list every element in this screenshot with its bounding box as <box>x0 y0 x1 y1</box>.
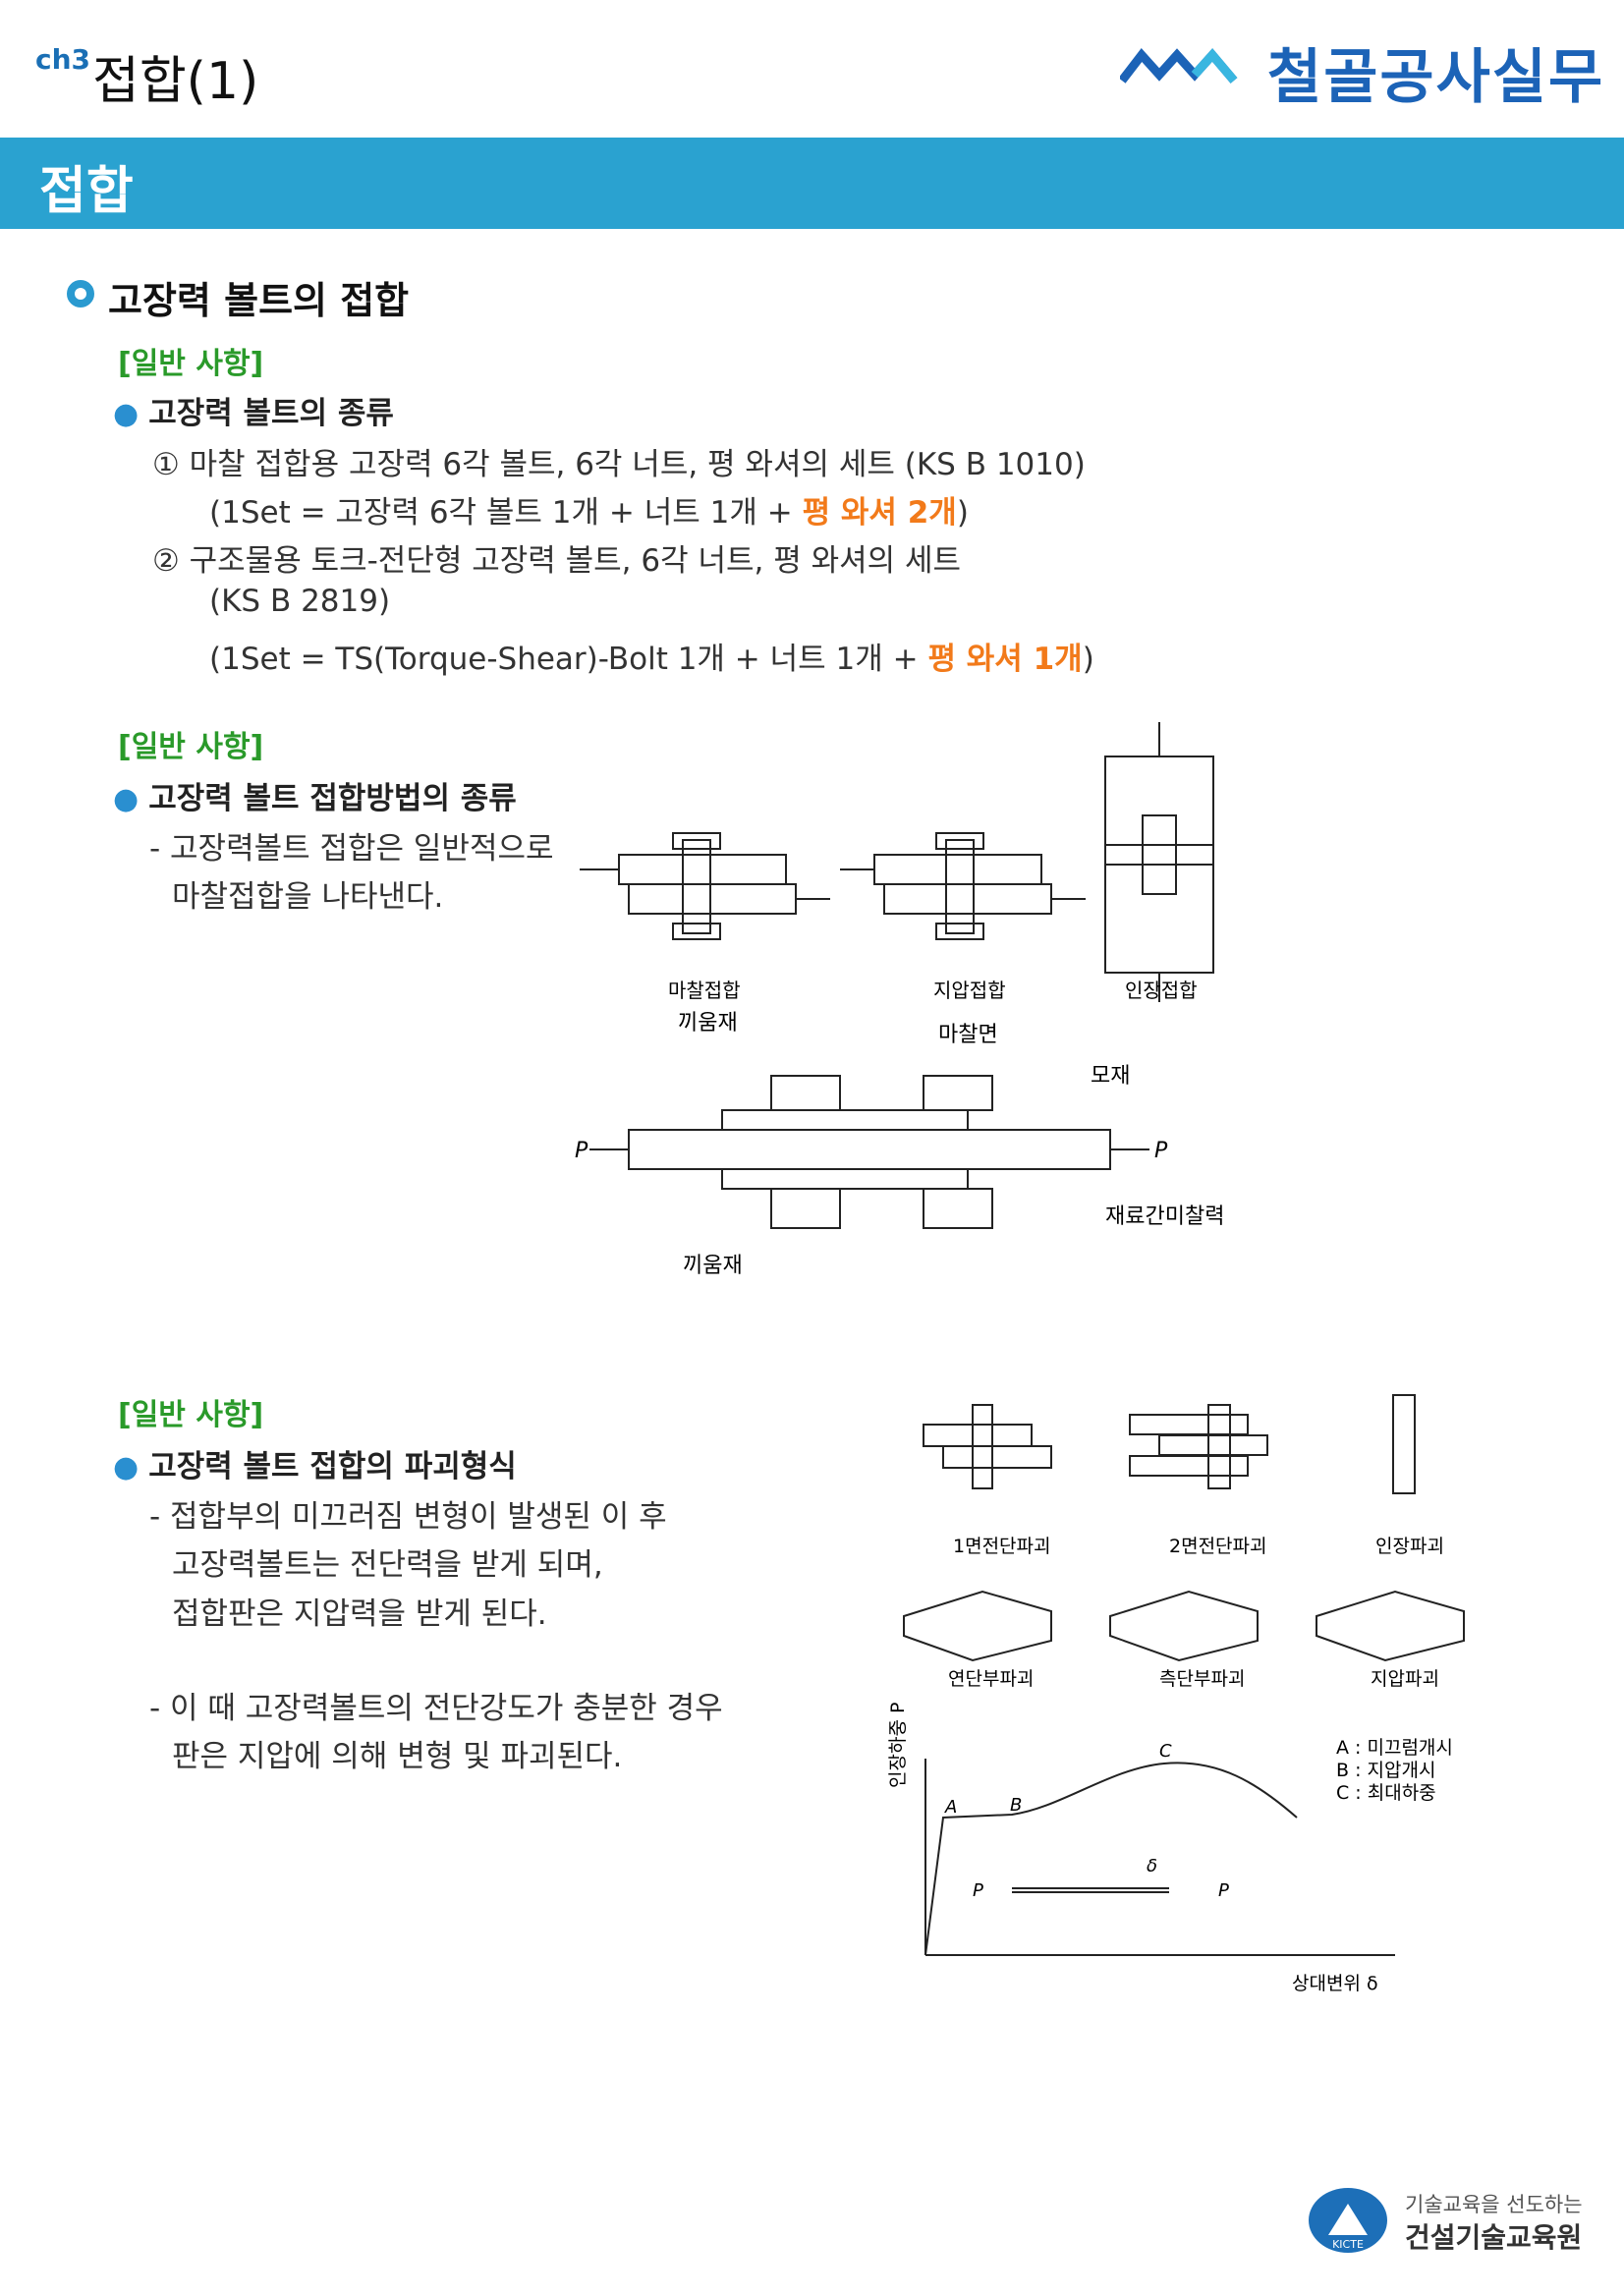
bullet-dot-icon: ● <box>113 397 140 431</box>
block3-heading: ●고장력 볼트 접합의 파괴형식 <box>113 1441 517 1485</box>
block1-item2-std: (KS B 2819) <box>209 584 391 619</box>
item2-highlight: 평 와셔 1개 <box>927 642 1083 677</box>
block1-tag: [일반 사항] <box>118 347 264 381</box>
connection-types-figure: 마찰접합 지압접합 인장접합 끼움재 마찰면 모재 재료간미찰력 끼움재 P P <box>575 722 1224 1278</box>
item1-sub-suffix: ) <box>956 495 969 531</box>
y-axis-label: 인장하중 P <box>887 1703 909 1788</box>
label-double-shear: 2면전단파괴 <box>1169 1536 1267 1557</box>
x-axis-label: 상대변위 δ <box>1292 1973 1378 1994</box>
bullet-dot-icon: ● <box>113 1450 140 1484</box>
block1-heading: ●고장력 볼트의 종류 <box>113 388 394 432</box>
label-base-plate: 모재 <box>1091 1064 1130 1089</box>
block3-line3: 접합판은 지압력을 받게 된다. <box>172 1596 547 1632</box>
label-friction-joint: 마찰접합 <box>668 979 741 1002</box>
point-c: C <box>1159 1741 1172 1762</box>
bullet-dot-icon: ● <box>113 782 140 816</box>
p-left: P <box>973 1880 983 1901</box>
block1-heading-text: 고장력 볼트의 종류 <box>148 396 394 431</box>
point-a: A <box>944 1797 957 1818</box>
label-friction-face: 마찰면 <box>938 1023 998 1047</box>
block2-heading: ●고장력 볼트 접합방법의 종류 <box>113 773 517 817</box>
block1-item1-sub: (1Set = 고장력 6각 볼트 1개 + 너트 1개 + 평 와셔 2개) <box>209 487 969 532</box>
block2-line2: 마찰접합을 나타낸다. <box>172 879 444 915</box>
label-edge-failure: 연단부파괴 <box>948 1668 1034 1690</box>
item2-sub-prefix: (1Set = TS(Torque-Shear)-Bolt 1개 + 너트 1개… <box>209 642 928 677</box>
delta-label: δ <box>1147 1856 1157 1876</box>
brand-title: 철골공사실무 <box>1267 43 1605 112</box>
p-right: P <box>1218 1880 1229 1901</box>
block3-line5: 판은 지압에 의해 변형 및 파괴된다. <box>172 1739 623 1774</box>
block2-tag: [일반 사항] <box>118 730 264 764</box>
label-filler-bottom: 끼움재 <box>683 1254 743 1278</box>
chapter-tag: ch3 <box>35 43 91 76</box>
block3-heading-text: 고장력 볼트 접합의 파괴형식 <box>148 1449 517 1484</box>
block1-item2: ② 구조물용 토크-전단형 고장력 볼트, 6각 너트, 평 와셔의 세트 <box>152 543 962 579</box>
label-side-failure: 측단부파괴 <box>1159 1668 1245 1690</box>
label-p-left: P <box>575 1139 588 1163</box>
block3-line1: - 접합부의 미끄러짐 변형이 발생된 이 후 <box>149 1499 667 1535</box>
legend-c: C : 최대하중 <box>1336 1782 1436 1804</box>
block3-line2: 고장력볼트는 전단력을 받게 되며, <box>172 1547 603 1583</box>
item1-sub-prefix: (1Set = 고장력 6각 볼트 1개 + 너트 1개 + <box>209 495 803 531</box>
label-tension-joint: 인장접합 <box>1125 979 1198 1002</box>
footer-org: 건설기술교육원 <box>1405 2221 1583 2254</box>
label-filler-top: 끼움재 <box>678 1011 738 1036</box>
section-bullet-icon <box>67 280 94 308</box>
banner-title: 접합 <box>39 162 134 221</box>
block1-item1: ① 마찰 접합용 고장력 6각 볼트, 6각 너트, 평 와셔의 세트 (KS … <box>152 447 1086 482</box>
legend-b: B : 지압개시 <box>1336 1760 1435 1781</box>
kicte-logo-icon: KICTE <box>1309 2188 1387 2253</box>
footer-slogan: 기술교육을 선도하는 <box>1405 2193 1583 2216</box>
legend-a: A : 미끄럼개시 <box>1336 1737 1453 1759</box>
chapter-title: 접합(1) <box>92 52 259 111</box>
point-b: B <box>1010 1795 1022 1816</box>
section-title: 고장력 볼트의 접합 <box>108 279 410 322</box>
title-banner <box>0 138 1624 229</box>
badge-text: KICTE <box>1332 2238 1364 2251</box>
brand-logo-icon <box>1120 47 1238 84</box>
label-material-friction: 재료간미찰력 <box>1105 1204 1224 1229</box>
label-bearing-failure: 지압파괴 <box>1371 1668 1439 1690</box>
failure-modes-figure: 1면전단파괴 2면전단파괴 인장파괴 연단부파괴 측단부파괴 지압파괴 인장하중… <box>887 1394 1465 1994</box>
label-single-shear: 1면전단파괴 <box>953 1536 1051 1557</box>
block2-heading-text: 고장력 볼트 접합방법의 종류 <box>148 781 517 816</box>
label-bearing-joint: 지압접합 <box>933 979 1006 1002</box>
block3-line4: - 이 때 고장력볼트의 전단강도가 충분한 경우 <box>149 1691 723 1726</box>
block2-line1: - 고장력볼트 접합은 일반적으로 <box>149 831 554 867</box>
item2-sub-suffix: ) <box>1082 642 1094 677</box>
block3-tag: [일반 사항] <box>118 1398 264 1432</box>
label-p-right: P <box>1154 1139 1168 1163</box>
label-tension-failure: 인장파괴 <box>1375 1536 1444 1557</box>
item1-highlight: 평 와셔 2개 <box>802 495 957 531</box>
block1-item2-sub: (1Set = TS(Torque-Shear)-Bolt 1개 + 너트 1개… <box>209 634 1094 678</box>
